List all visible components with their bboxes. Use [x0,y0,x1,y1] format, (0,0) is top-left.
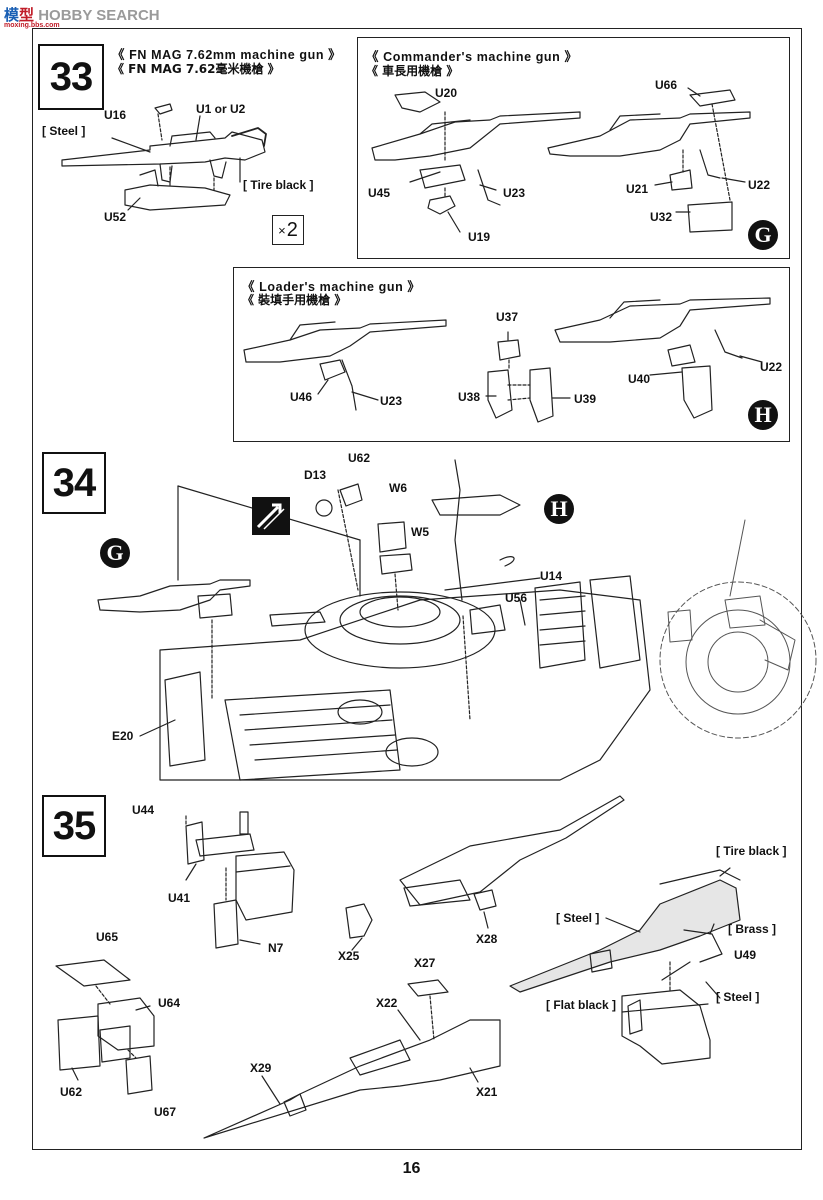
loaders-gun-box [233,267,790,442]
label-steel: [ Steel ] [42,124,86,138]
quantity-x2: ×2 [272,215,304,245]
label-u62-step35: U62 [60,1085,83,1099]
label-x21: X21 [476,1085,498,1099]
label-u16: U16 [104,108,127,122]
label-u45: U45 [368,186,391,200]
quantity-count: 2 [286,218,298,241]
label-x25: X25 [338,949,360,963]
label-u46: U46 [290,390,313,404]
step-35-number: 35 [42,795,106,857]
label-u49: U49 [734,948,757,962]
label-u22: U22 [748,178,771,192]
tank-deck-drawing [97,459,651,781]
label-u23-loader: U23 [380,394,403,408]
label-x27: X27 [414,956,436,970]
label-x29: X29 [250,1061,272,1075]
page-number: 16 [402,1160,421,1177]
label-x22: X22 [376,996,398,1010]
label-tire-black: [ Tire black ] [243,178,314,192]
loaders-gun-drawing [243,297,771,423]
label-u62-step34: U62 [348,451,371,465]
page-frame [32,28,802,1150]
label-u1-or-u2: U1 or U2 [196,102,246,116]
label-u41: U41 [168,891,191,905]
commanders-gun-box [357,37,790,259]
quantity-times-symbol: × [278,222,286,238]
label-u39: U39 [574,392,597,406]
label-flat-black: [ Flat black ] [546,998,617,1012]
commanders-gun-title-zh: 《 車長用機槍 》 [366,64,459,78]
label-u66: U66 [655,78,678,92]
loaders-gun-title-zh: 《 裝填手用機槍 》 [242,293,347,307]
assembly-arrow-icon [252,497,290,535]
label-w5: W5 [411,525,429,539]
callout-g-commander: G [748,220,778,250]
turret-top-view-drawing [659,519,817,739]
label-w6: W6 [389,481,407,495]
callout-h-step34: H [544,494,574,524]
label-u44: U44 [132,803,155,817]
label-u52: U52 [104,210,127,224]
label-u14: U14 [540,569,563,583]
callout-h-loader: H [748,400,778,430]
label-u19: U19 [468,230,491,244]
label-u56: U56 [505,591,528,605]
step-33-number: 33 [38,44,104,110]
label-u37: U37 [496,310,519,324]
label-n7: N7 [268,941,284,955]
label-e20: E20 [112,729,134,743]
label-steel-ammo-box: [ Steel ] [716,990,760,1004]
commanders-gun-drawing [371,87,751,233]
watermark-url: moxing.bbs.com [4,22,60,29]
diagonal-arrows-icon [256,503,285,530]
loaders-gun-title-en: 《 Loader's machine gun 》 [242,280,421,294]
commanders-gun-title-en: 《 Commander's machine gun 》 [366,50,578,64]
watermark-logo: 模型 HOBBY SEARCH [4,7,160,24]
label-u20: U20 [435,86,458,100]
ammo-box-drawing-left [55,811,295,1095]
label-brass: [ Brass ] [728,922,777,936]
heavy-machine-gun-exploded-drawing [203,795,625,1139]
label-steel-barrel: [ Steel ] [556,911,600,925]
label-d13: D13 [304,468,327,482]
callout-g-step34: G [100,538,130,568]
label-u40: U40 [628,372,651,386]
label-u67: U67 [154,1105,177,1119]
label-u23: U23 [503,186,526,200]
fn-mag-title-zh: 《 FN MAG 7.62毫米機槍 》 [112,62,280,76]
assembled-heavy-machine-gun-drawing [509,867,741,1065]
step-34-number: 34 [42,452,106,514]
label-u65: U65 [96,930,119,944]
fn-mag-gun-drawing [61,103,267,211]
label-u38: U38 [458,390,481,404]
label-x28: X28 [476,932,498,946]
label-tire-black-step35: [ Tire black ] [716,844,787,858]
fn-mag-title-en: 《 FN MAG 7.62mm machine gun 》 [112,48,342,62]
label-u21: U21 [626,182,649,196]
label-u32: U32 [650,210,673,224]
label-u22-loader: U22 [760,360,783,374]
label-u64: U64 [158,996,181,1010]
